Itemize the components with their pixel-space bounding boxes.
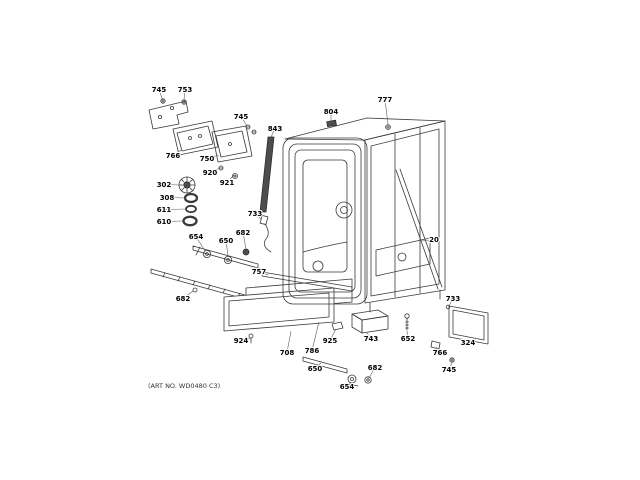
- part-front-panel-708: [223, 287, 335, 332]
- part-label-308: 308: [160, 194, 175, 202]
- part-label-743: 743: [364, 335, 379, 343]
- leader-line: [172, 149, 182, 156]
- leader-line: [467, 340, 471, 343]
- part-label-766: 766: [433, 349, 448, 357]
- part-screw-745-right: [449, 357, 455, 363]
- leader-line: [406, 330, 409, 339]
- part-label-925: 925: [323, 337, 338, 345]
- part-label-302: 302: [157, 181, 172, 189]
- leader-line: [258, 271, 269, 276]
- part-label-611: 611: [157, 206, 172, 214]
- part-rollers-654: [347, 374, 372, 387]
- part-label-757: 757: [252, 268, 267, 276]
- leader-line: [435, 346, 441, 353]
- leader-line: [254, 213, 262, 220]
- part-label-745: 745: [442, 366, 457, 374]
- part-label-650: 650: [308, 365, 323, 373]
- part-label-766: 766: [166, 152, 181, 160]
- leader-line: [240, 116, 248, 127]
- part-label-654: 654: [189, 233, 204, 241]
- art-number: (ART NO. WD0480 C3): [148, 382, 220, 390]
- part-label-777: 777: [378, 96, 393, 104]
- leader-line: [314, 362, 322, 369]
- part-label-654: 654: [340, 383, 355, 391]
- part-bracket-745-753: [148, 98, 189, 130]
- part-sill-757: [261, 271, 353, 292]
- part-trim-strip-843: [259, 136, 275, 213]
- leader-line: [242, 232, 247, 250]
- leader-line: [183, 89, 186, 101]
- part-label-786: 786: [305, 347, 320, 355]
- part-screw-924: [248, 333, 254, 344]
- part-label-650: 650: [219, 237, 234, 245]
- leader-line: [166, 197, 186, 199]
- part-bracket-766-right: [430, 340, 441, 350]
- leader-line: [421, 239, 435, 242]
- leader-line: [182, 290, 194, 299]
- part-label-733: 733: [446, 295, 461, 303]
- leader-line: [384, 99, 389, 125]
- part-clip-733: [259, 214, 272, 253]
- part-gasket-stack: [178, 176, 199, 227]
- part-panel-750: [211, 124, 257, 179]
- part-label-843: 843: [268, 125, 283, 133]
- part-label-733: 733: [248, 210, 263, 218]
- leader-line: [225, 240, 229, 257]
- leader-line: [346, 381, 352, 387]
- leader-line: [270, 128, 276, 138]
- leader-line: [286, 330, 292, 353]
- leader-line: [448, 362, 453, 370]
- leader-line: [226, 174, 235, 183]
- part-label-20: 20: [429, 236, 439, 244]
- part-label-652: 652: [401, 335, 416, 343]
- part-tub-assembly: [282, 117, 446, 313]
- part-bolt-652: [404, 313, 410, 331]
- part-label-682: 682: [176, 295, 191, 303]
- part-label-745: 745: [152, 86, 167, 94]
- part-label-324: 324: [461, 339, 476, 347]
- leader-line: [329, 328, 337, 341]
- part-panel-766: [172, 120, 219, 156]
- part-label-682: 682: [236, 229, 251, 237]
- leader-line: [240, 337, 251, 341]
- part-label-920: 920: [203, 169, 218, 177]
- part-label-753: 753: [178, 86, 193, 94]
- leader-line: [209, 167, 221, 173]
- diagram-linework: [148, 98, 489, 387]
- part-label-610: 610: [157, 218, 172, 226]
- leader-line: [206, 154, 220, 159]
- leader-line: [163, 184, 180, 186]
- part-bracket-925: [331, 321, 344, 331]
- leader-line: [448, 298, 454, 307]
- leader-line: [366, 332, 372, 339]
- part-rail-650-bottom: [302, 356, 348, 374]
- leader-line: [163, 220, 184, 222]
- part-lower-rail: [150, 268, 253, 302]
- part-label-924: 924: [234, 337, 249, 345]
- part-label-921: 921: [220, 179, 235, 187]
- leader-line: [311, 321, 320, 351]
- part-roller-rail: [192, 245, 259, 269]
- part-junction-box-743: [351, 309, 389, 334]
- part-side-panel-324: [445, 304, 489, 345]
- leader-line: [195, 236, 206, 252]
- leader-line: [368, 367, 376, 379]
- leader-line: [158, 89, 164, 102]
- part-label-804: 804: [324, 108, 339, 116]
- part-label-682: 682: [368, 364, 383, 372]
- part-label-745: 745: [234, 113, 249, 121]
- part-label-750: 750: [200, 155, 215, 163]
- part-label-708: 708: [280, 349, 295, 357]
- leader-line: [163, 208, 187, 210]
